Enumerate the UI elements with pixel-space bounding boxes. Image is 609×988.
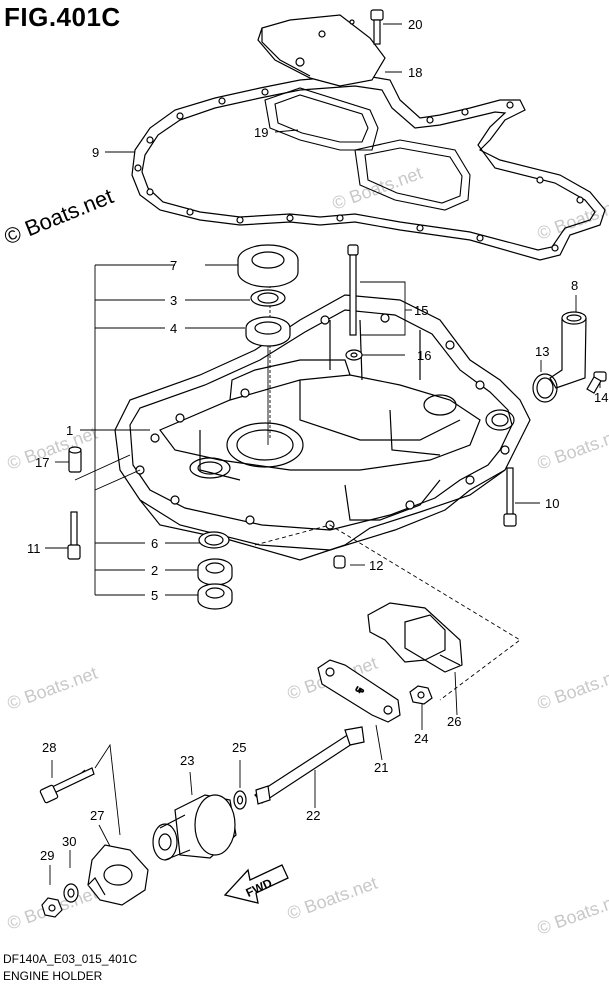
shaft-22 xyxy=(254,726,365,805)
gasket-19 xyxy=(264,87,379,151)
bearing-7 xyxy=(237,244,299,288)
diagram-name: ENGINE HOLDER xyxy=(3,969,103,983)
seal-3 xyxy=(250,289,286,307)
dowel-17 xyxy=(68,446,82,473)
callout-2: 2 xyxy=(151,563,158,578)
watermark: © Boats.net xyxy=(285,873,380,924)
stud-bolt-15 xyxy=(347,244,359,336)
washer-30 xyxy=(63,883,79,903)
seal-6 xyxy=(198,531,230,549)
callout-12: 12 xyxy=(369,558,383,573)
bolt-28 xyxy=(39,767,95,804)
callout-1: 1 xyxy=(66,423,73,438)
callout-22: 22 xyxy=(306,808,320,823)
callout-30: 30 xyxy=(62,834,76,849)
part-callouts: 20 18 19 9 7 3 4 8 15 13 16 14 1 17 10 1… xyxy=(27,17,608,863)
callout-15: 15 xyxy=(414,303,428,318)
pin-12 xyxy=(333,555,346,569)
callout-5: 5 xyxy=(151,588,158,603)
mount-bracket-26 xyxy=(367,602,463,673)
bracket-27 xyxy=(87,844,149,906)
callout-21: 21 xyxy=(374,760,388,775)
callout-23: 23 xyxy=(180,753,194,768)
callout-18: 18 xyxy=(408,65,422,80)
callout-4: 4 xyxy=(170,321,177,336)
callout-17: 17 xyxy=(35,455,49,470)
callout-27: 27 xyxy=(90,808,104,823)
bolt-11 xyxy=(67,511,81,560)
callout-9: 9 xyxy=(92,145,99,160)
watermark: © Boats.net xyxy=(5,663,100,714)
o-ring-13 xyxy=(532,373,558,403)
watermark: © Boats.net xyxy=(330,163,425,214)
leader-lines xyxy=(45,23,601,885)
bearing-5 xyxy=(197,583,233,610)
watermark: © Boats.net xyxy=(535,663,609,714)
engine-holder-housing xyxy=(114,294,531,561)
copyright-notice: © Boats.net xyxy=(1,183,117,249)
callout-20: 20 xyxy=(408,17,422,32)
callout-13: 13 xyxy=(535,344,549,359)
gasket-window xyxy=(354,139,471,211)
callout-16: 16 xyxy=(417,348,431,363)
diagram-code: DF140A_E03_015_401C xyxy=(3,952,138,966)
callout-29: 29 xyxy=(40,848,54,863)
nut-24 xyxy=(409,685,433,705)
gasket-up-mark: UP xyxy=(354,687,364,696)
figure-title: FIG.401C xyxy=(4,2,121,32)
callout-10: 10 xyxy=(545,496,559,511)
rubber-mount-23 xyxy=(152,794,237,861)
nut-29 xyxy=(41,897,63,918)
callout-24: 24 xyxy=(414,731,428,746)
seal-4 xyxy=(245,316,291,347)
bolt-20 xyxy=(370,9,384,45)
callout-11: 11 xyxy=(27,541,41,556)
washer-16 xyxy=(345,349,363,361)
bearing-2 xyxy=(197,558,233,586)
callout-14: 14 xyxy=(594,390,608,405)
callout-7: 7 xyxy=(170,258,177,273)
callout-26: 26 xyxy=(447,714,461,729)
callout-8: 8 xyxy=(571,278,578,293)
gasket-plate-21: UP xyxy=(317,659,401,723)
forward-direction-arrow: FWD xyxy=(223,864,289,904)
callout-19: 19 xyxy=(254,125,268,140)
watermark: © Boats.net xyxy=(535,888,609,939)
water-fitting-8 xyxy=(549,311,587,389)
callout-28: 28 xyxy=(42,740,56,755)
cover-18 xyxy=(257,14,386,87)
watermark: © Boats.net xyxy=(535,193,609,244)
gasket-9 xyxy=(131,74,606,261)
watermark: © Boats.net xyxy=(535,423,609,474)
callout-25: 25 xyxy=(232,740,246,755)
bolt-14 xyxy=(586,371,607,394)
bolt-10 xyxy=(503,467,517,527)
washer-25 xyxy=(233,790,247,810)
callout-3: 3 xyxy=(170,293,177,308)
callout-6: 6 xyxy=(151,536,158,551)
